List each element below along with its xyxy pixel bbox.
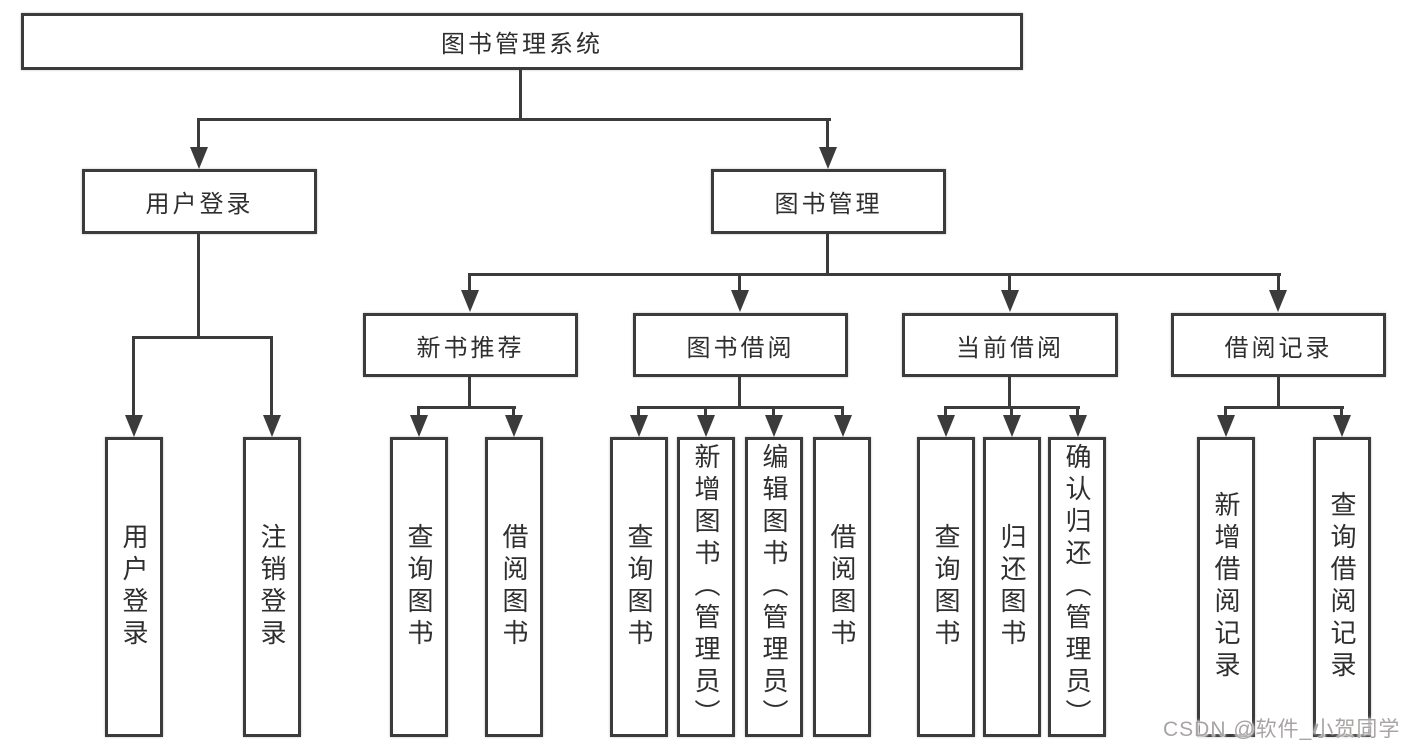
connector-line: [468, 377, 471, 409]
connector-line: [468, 273, 1281, 276]
arrow-down-icon: [410, 415, 428, 437]
leaf-logout-label: 注销登录: [257, 523, 287, 651]
leaf-query-books-borrowing: 查询图书: [610, 437, 668, 737]
arrow-down-icon: [937, 415, 955, 437]
leaf-edit-book-admin-label: 编辑图书（管理员）: [759, 443, 789, 731]
leaf-borrow-books-recommend-label: 借阅图书: [499, 523, 529, 651]
connector-line: [826, 118, 829, 150]
connector-line: [132, 336, 273, 339]
node-book-borrowing-label: 图书借阅: [686, 334, 795, 362]
arrow-down-icon: [125, 415, 143, 437]
connector-line: [270, 336, 273, 420]
leaf-borrow-books-borrowing: 借阅图书: [813, 437, 871, 737]
connector-line: [197, 233, 200, 339]
arrow-down-icon: [1217, 415, 1235, 437]
arrow-down-icon: [819, 147, 837, 169]
leaf-add-book-admin-label: 新增图书（管理员）: [691, 443, 721, 731]
arrow-down-icon: [765, 415, 783, 437]
arrow-down-icon: [190, 147, 208, 169]
leaf-query-books-recommend-label: 查询图书: [404, 523, 434, 651]
connector-line: [1340, 406, 1343, 418]
node-library-system-label: 图书管理系统: [441, 31, 603, 58]
node-book-management: 图书管理: [711, 169, 946, 234]
connector-line: [738, 273, 741, 293]
leaf-add-book-admin: 新增图书（管理员）: [677, 437, 735, 737]
arrow-down-icon: [1003, 415, 1021, 437]
arrow-down-icon: [630, 415, 648, 437]
leaf-return-books-label: 归还图书: [997, 523, 1027, 651]
node-new-book-recommend-label: 新书推荐: [416, 334, 525, 362]
leaf-logout: 注销登录: [243, 437, 301, 737]
csdn-watermark: CSDN @软件_小贺同学: [1163, 718, 1401, 741]
arrow-down-icon: [1069, 415, 1087, 437]
connector-line: [1010, 406, 1013, 418]
leaf-confirm-return-admin: 确认归还（管理员）: [1048, 437, 1106, 737]
leaf-query-borrow-record: 查询借阅记录: [1313, 437, 1371, 737]
node-borrow-records: 借阅记录: [1171, 313, 1386, 377]
arrow-down-icon: [461, 290, 479, 312]
leaf-user-login: 用户登录: [105, 437, 163, 737]
leaf-edit-book-admin: 编辑图书（管理员）: [745, 437, 803, 737]
connector-line: [417, 406, 420, 418]
leaf-query-books-borrowing-label: 查询图书: [624, 523, 654, 651]
connector-line: [826, 233, 829, 276]
arrow-down-icon: [1001, 290, 1019, 312]
leaf-user-login-label: 用户登录: [119, 523, 149, 651]
connector-line: [704, 406, 707, 418]
connector-line: [1008, 273, 1011, 293]
connector-line: [1277, 273, 1280, 293]
leaf-query-books-current-label: 查询图书: [931, 523, 961, 651]
node-user-login-label: 用户登录: [145, 191, 254, 218]
leaf-return-books: 归还图书: [983, 437, 1041, 737]
connector-line: [417, 406, 516, 409]
connector-line: [1277, 377, 1280, 409]
connector-line: [468, 273, 471, 293]
leaf-query-borrow-record-label: 查询借阅记录: [1327, 491, 1357, 683]
connector-line: [944, 406, 947, 418]
node-book-borrowing: 图书借阅: [633, 313, 848, 377]
connector-line: [841, 406, 844, 418]
leaf-add-borrow-record: 新增借阅记录: [1197, 437, 1255, 737]
arrow-down-icon: [1269, 290, 1287, 312]
arrow-down-icon: [731, 290, 749, 312]
arrow-down-icon: [834, 415, 852, 437]
connector-line: [1076, 406, 1079, 418]
leaf-borrow-books-recommend: 借阅图书: [485, 437, 543, 737]
leaf-borrow-books-borrowing-label: 借阅图书: [827, 523, 857, 651]
arrow-down-icon: [697, 415, 715, 437]
connector-line: [519, 67, 522, 121]
connector-line: [197, 118, 831, 121]
leaf-confirm-return-admin-label: 确认归还（管理员）: [1062, 443, 1092, 731]
node-user-login: 用户登录: [82, 169, 317, 234]
node-borrow-records-label: 借阅记录: [1224, 334, 1333, 362]
arrow-down-icon: [1333, 415, 1351, 437]
connector-line: [772, 406, 775, 418]
connector-line: [1224, 406, 1344, 409]
arrow-down-icon: [505, 415, 523, 437]
connector-line: [1008, 377, 1011, 409]
connector-line: [132, 336, 135, 420]
leaf-query-books-current: 查询图书: [917, 437, 975, 737]
node-current-borrowing: 当前借阅: [902, 313, 1118, 377]
connector-line: [637, 406, 844, 409]
node-new-book-recommend: 新书推荐: [363, 313, 578, 377]
leaf-query-books-recommend: 查询图书: [390, 437, 448, 737]
arrow-down-icon: [263, 415, 281, 437]
leaf-add-borrow-record-label: 新增借阅记录: [1211, 491, 1241, 683]
connector-line: [738, 377, 741, 409]
connector-line: [1224, 406, 1227, 418]
connector-line: [512, 406, 515, 418]
connector-line: [197, 118, 200, 150]
node-current-borrowing-label: 当前借阅: [956, 334, 1064, 362]
node-book-management-label: 图书管理: [774, 191, 883, 218]
connector-line: [637, 406, 640, 418]
node-library-system: 图书管理系统: [21, 13, 1023, 70]
